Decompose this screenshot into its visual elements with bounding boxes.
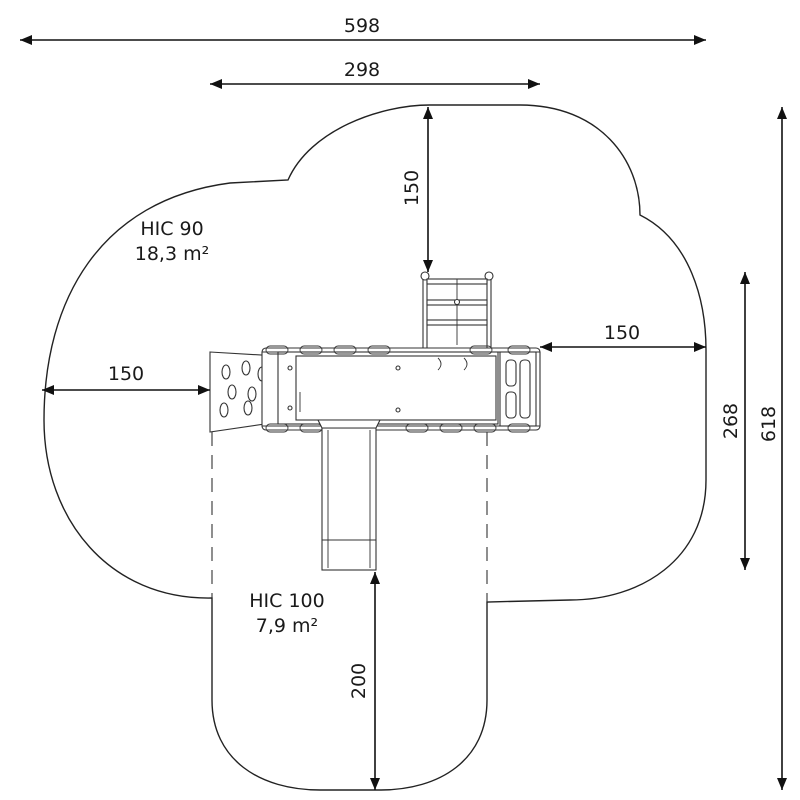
dim-left-clearance: 150	[108, 363, 144, 385]
ladder	[420, 271, 494, 350]
platform	[261, 345, 541, 433]
zone-main-hic: HIC 90	[140, 218, 203, 240]
dim-zone-height: 268	[720, 403, 742, 439]
dim-right-clearance: 150	[604, 322, 640, 344]
zone-slide-area: 7,9 m²	[256, 615, 318, 637]
dim-total-width: 598	[344, 15, 380, 37]
dim-slide-clearance: 200	[348, 663, 370, 699]
dim-total-height: 618	[758, 406, 780, 442]
zone-main-area: 18,3 m²	[135, 243, 209, 265]
safety-zone-outline	[43, 104, 707, 791]
zone-slide-hic: HIC 100	[249, 590, 324, 612]
dim-platform-width: 298	[344, 59, 380, 81]
dim-top-clearance: 150	[401, 170, 423, 206]
slide	[317, 419, 381, 571]
